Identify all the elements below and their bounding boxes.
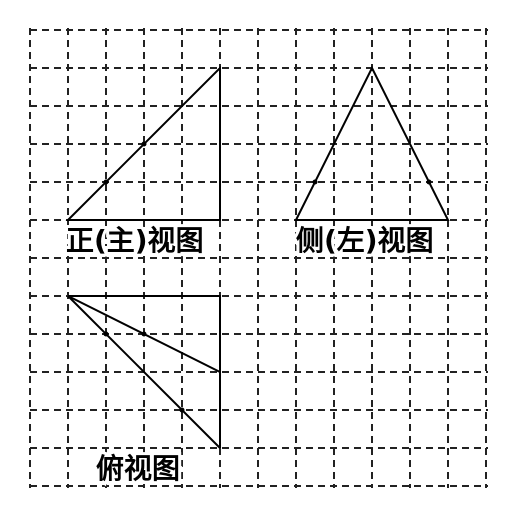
side-view-label: 侧(左)视图 (296, 224, 434, 257)
top-view-label: 俯视图 (96, 452, 180, 485)
top-view-figure (67, 295, 221, 449)
side-view-point-1 (312, 179, 318, 185)
side-view-point-2 (426, 179, 432, 185)
front-view-label: 正(主)视图 (66, 224, 204, 257)
front-view-triangle (65, 65, 221, 221)
front-view-point-2 (141, 141, 147, 147)
top-view-point-3 (141, 331, 147, 337)
top-view-point-2 (179, 407, 185, 413)
side-view-triangle (294, 65, 450, 221)
top-view-point-1 (103, 331, 109, 337)
front-view-point-1 (103, 179, 109, 185)
dashed-grid (29, 28, 488, 488)
